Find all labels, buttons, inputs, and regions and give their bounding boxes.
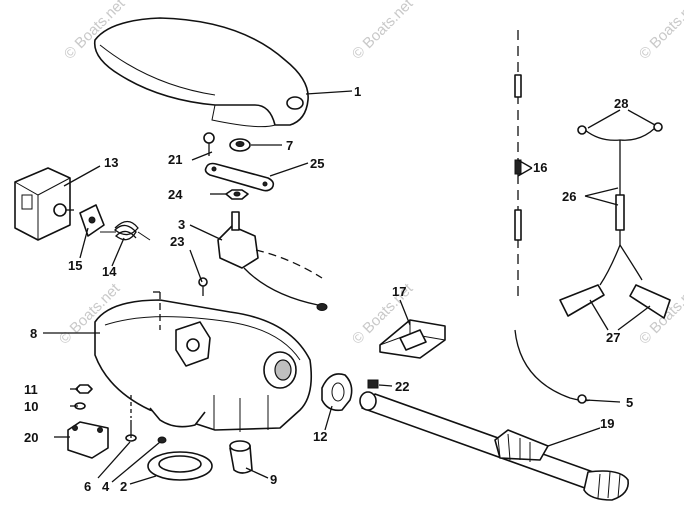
callout-13: 13 <box>104 155 118 170</box>
part-tiller-19 <box>359 391 629 501</box>
part-cable-16 <box>514 30 522 300</box>
callout-11: 11 <box>24 382 38 397</box>
part-speed-switch-13 <box>14 167 74 241</box>
callout-17: 17 <box>392 284 406 299</box>
part-bracket-17 <box>379 319 446 359</box>
callout-9: 9 <box>270 472 277 487</box>
callout-1: 1 <box>354 84 361 99</box>
callout-15: 15 <box>68 258 82 273</box>
part-nut-11 <box>75 384 93 394</box>
callout-22: 22 <box>395 379 409 394</box>
part-collar-12 <box>321 373 353 412</box>
watermark-3: © Boats.net <box>636 0 684 63</box>
callout-20: 20 <box>24 430 38 445</box>
callout-26: 26 <box>562 189 576 204</box>
callout-3: 3 <box>178 217 185 232</box>
callout-28: 28 <box>614 96 628 111</box>
part-plate-25 <box>204 162 275 192</box>
part-switch-3 <box>217 211 328 311</box>
callout-14: 14 <box>102 264 117 279</box>
part-ring-2 <box>147 451 213 481</box>
callout-21: 21 <box>168 152 182 167</box>
part-pin-4 <box>157 436 167 444</box>
callout-5: 5 <box>626 395 633 410</box>
part-bushing-9 <box>229 440 253 474</box>
callout-10: 10 <box>24 399 38 414</box>
callout-7: 7 <box>286 138 293 153</box>
callout-25: 25 <box>310 156 324 171</box>
callout-27: 27 <box>606 330 620 345</box>
callout-labels: 1 2 4 5 6 7 8 9 10 11 12 13 14 15 16 17 … <box>24 84 633 494</box>
part-nut-7 <box>229 138 251 152</box>
watermark-2: © Boats.net <box>349 0 417 63</box>
part-bracket-15 <box>79 204 105 237</box>
callout-24: 24 <box>168 187 183 202</box>
callout-6: 6 <box>84 479 91 494</box>
callout-12: 12 <box>313 429 327 444</box>
callout-2: 2 <box>120 479 127 494</box>
leader-lines <box>43 90 656 485</box>
callout-16: 16 <box>533 160 547 175</box>
callout-8: 8 <box>30 326 37 341</box>
part-setscrew-22 <box>367 379 379 389</box>
part-wire-5 <box>514 329 591 404</box>
callout-23: 23 <box>170 234 184 249</box>
callout-19: 19 <box>600 416 614 431</box>
part-spring-14 <box>100 220 151 241</box>
part-module-20 <box>67 421 109 459</box>
part-battery-cable <box>559 122 671 319</box>
part-screw-6 <box>125 395 137 442</box>
part-nut-24 <box>225 189 249 200</box>
part-screw-23 <box>198 277 208 296</box>
part-top-cover <box>93 17 309 128</box>
callout-4: 4 <box>102 479 110 494</box>
part-lower-housing <box>94 291 313 432</box>
